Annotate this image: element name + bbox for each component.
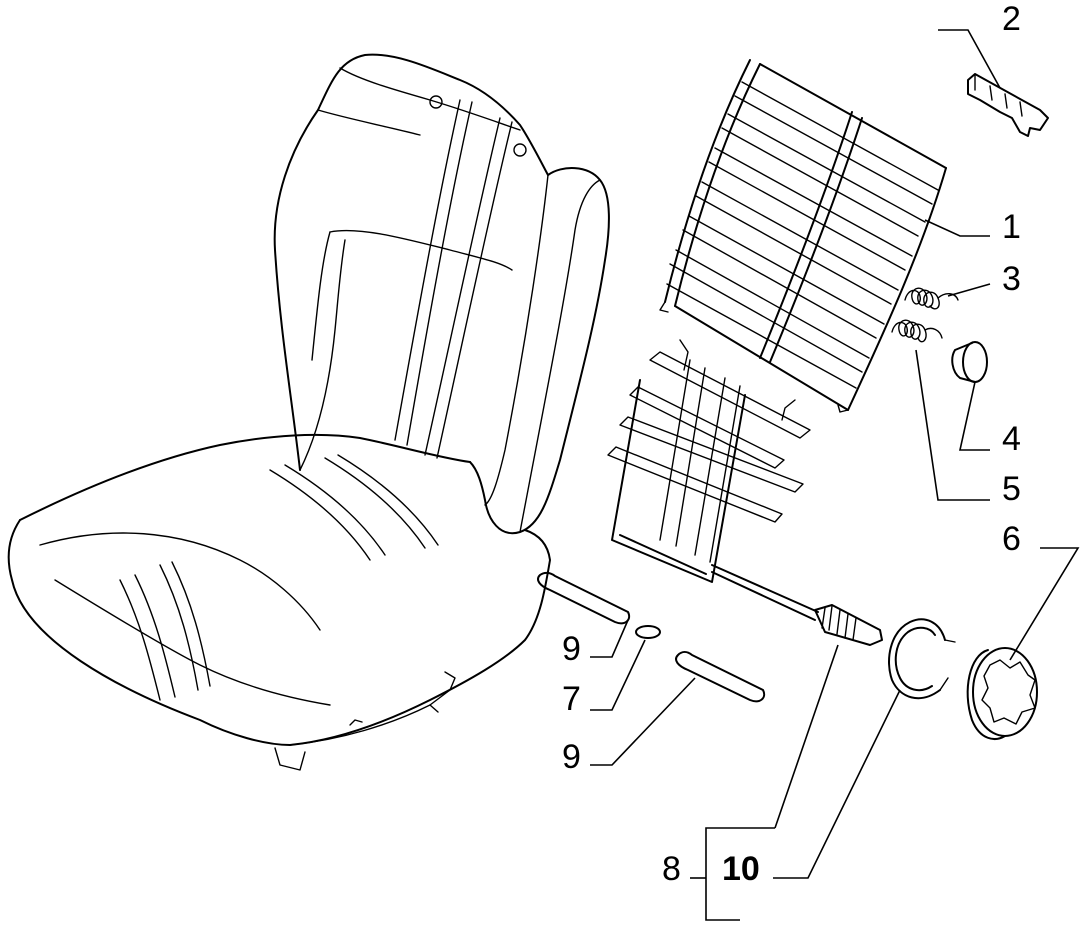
part-5-spring: [891, 319, 943, 343]
callout-2: 2: [1002, 0, 1021, 38]
leader-lines: [590, 29, 1080, 921]
backrest-lower-frame: [607, 339, 819, 621]
part-1-backrest-spring-frame: [659, 59, 947, 413]
callout-10: 10: [722, 850, 760, 888]
callout-7: 7: [562, 680, 581, 718]
part-10-ring: [888, 618, 956, 700]
callout-3: 3: [1002, 260, 1021, 298]
part-4-plug: [951, 341, 988, 383]
callout-9-lower: 9: [562, 738, 581, 776]
callout-1: 1: [1002, 208, 1021, 246]
callout-4: 4: [1002, 420, 1021, 458]
part-2-clip: [967, 73, 1049, 137]
part-9-pad-upper: [537, 571, 631, 625]
callout-6: 6: [1002, 520, 1021, 558]
callout-5: 5: [1002, 470, 1021, 508]
callout-9-upper: 9: [562, 630, 581, 668]
part-8-shaft: [814, 604, 883, 646]
part-3-spring: [904, 287, 959, 310]
callout-8: 8: [662, 850, 681, 888]
part-9-pad-lower: [675, 651, 766, 703]
part-7-washer: [635, 625, 661, 639]
seat-assembly: [7, 53, 610, 771]
part-6-knob: [966, 647, 1038, 740]
callout-labels: 2 1 3 4 5 6 9 7 9 8 10: [562, 0, 1021, 888]
